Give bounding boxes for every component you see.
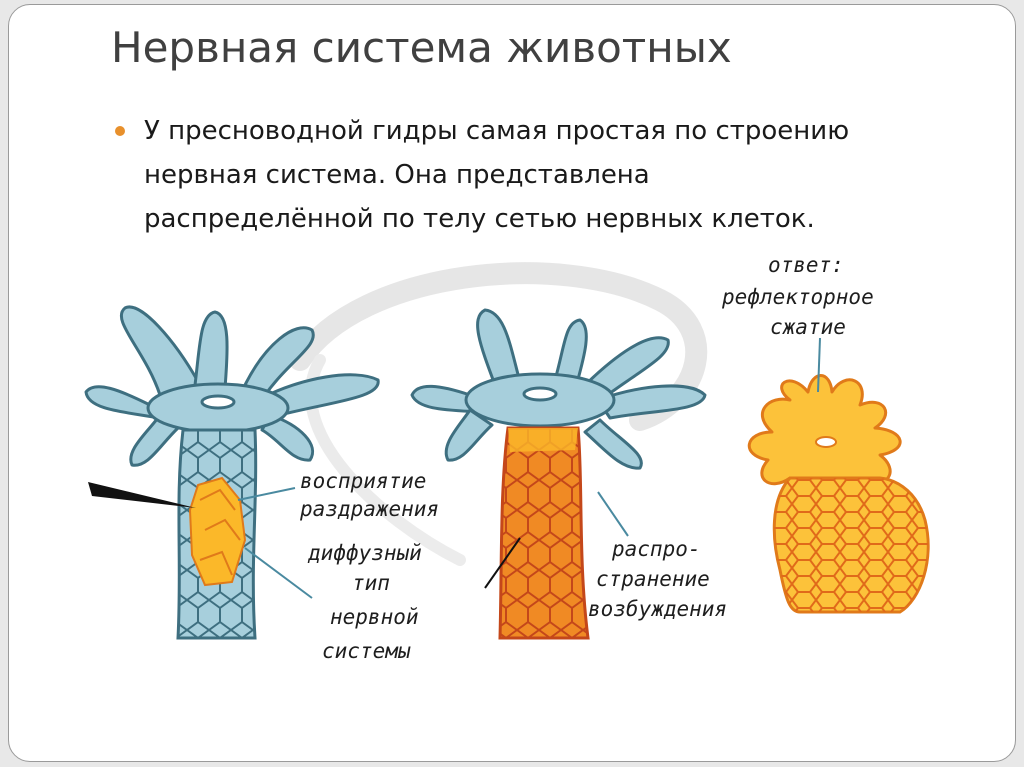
bullet-line: У пресноводной гидры самая простая по ст… xyxy=(144,116,850,146)
hydra-excited xyxy=(410,308,707,640)
label-diffuse-2: тип xyxy=(352,571,390,595)
label-diffuse-3: нервной xyxy=(330,605,419,629)
hydra-stimulated xyxy=(84,305,380,640)
label-diffuse-1: диффузный xyxy=(307,541,422,565)
label-answer-1: ответ: xyxy=(768,253,844,277)
label-diffuse-4: системы xyxy=(322,639,411,663)
bullet-line: нервная система. Она представлена xyxy=(144,160,650,190)
bullet-dot-icon xyxy=(115,126,125,136)
label-spread-3: возбуждения xyxy=(588,597,727,621)
bullet-line: распределённой по телу сетью нервных кле… xyxy=(144,204,815,234)
leader-line-dark xyxy=(484,537,521,589)
leader-lines xyxy=(237,337,821,599)
label-answer-2: рефлекторное xyxy=(721,285,874,309)
slide-title: Нервная система животных xyxy=(111,23,732,72)
label-perception-1: восприятие xyxy=(300,469,426,493)
label-spread-1: распро- xyxy=(611,537,701,561)
bullet-text: У пресноводной гидры самая простая по ст… xyxy=(144,109,849,241)
label-answer-3: сжатие xyxy=(770,315,846,339)
hydra-contracted xyxy=(747,374,930,614)
label-spread-2: странение xyxy=(596,567,710,591)
label-perception-2: раздражения xyxy=(299,497,439,521)
